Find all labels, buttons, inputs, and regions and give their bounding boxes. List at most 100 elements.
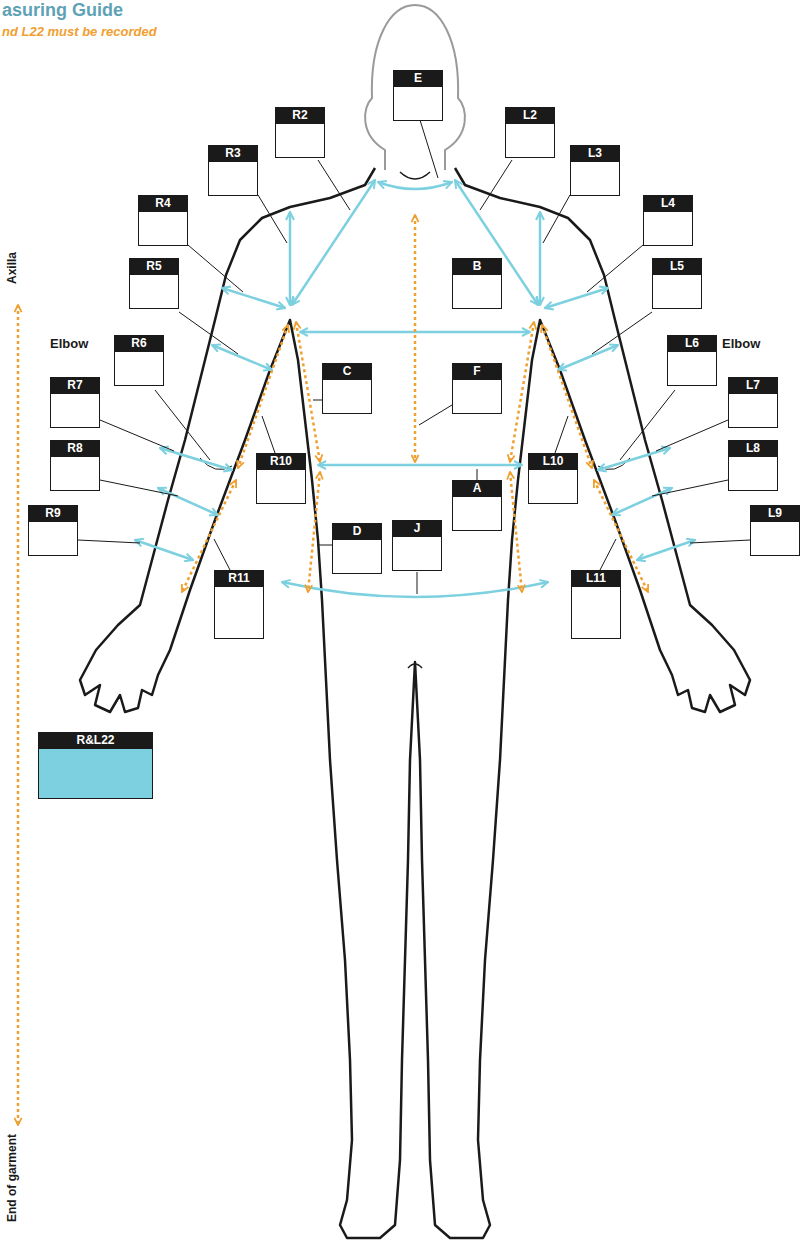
measurement-box: R5 [129, 258, 179, 309]
length-line [510, 472, 522, 592]
box-header: L6 [667, 335, 717, 352]
measurement-code: R6 [131, 336, 146, 350]
measure-line [558, 345, 618, 370]
measurement-box: A [452, 480, 502, 531]
entry-field [50, 394, 100, 428]
box-header: J [392, 520, 442, 537]
measurement-code: L4 [661, 196, 675, 210]
measurement-box: R7 [50, 377, 100, 428]
leader-line [179, 312, 238, 354]
leader-line [620, 390, 675, 460]
measurement-code: L2 [523, 108, 537, 122]
entry-field [275, 124, 325, 158]
measurement-box: D [332, 523, 382, 574]
box-header: R8 [50, 440, 100, 457]
measure-line [539, 212, 542, 305]
measurement-code: L5 [670, 259, 684, 273]
measurement-code: R8 [67, 441, 82, 455]
measurement-code: J [414, 521, 421, 535]
measurement-code: L11 [586, 571, 606, 585]
box-header: E [393, 70, 443, 87]
measurement-code: R11 [228, 571, 249, 585]
length-line [414, 215, 417, 462]
length-line [542, 325, 592, 468]
box-header: R3 [208, 145, 258, 162]
measure-line [637, 540, 695, 560]
entry-field [505, 124, 555, 158]
measurement-code: L7 [746, 378, 760, 392]
entry-field [256, 470, 306, 504]
measurement-box: L6 [667, 335, 717, 386]
box-header: F [452, 363, 502, 380]
measurement-box: C [322, 363, 372, 414]
circumference-lines [135, 180, 695, 597]
leader-line [600, 539, 616, 570]
leader-line [188, 245, 243, 292]
measurement-code: L9 [768, 506, 782, 520]
leader-line [477, 469, 478, 480]
measurement-box: R2 [275, 107, 325, 158]
box-header: R9 [28, 505, 78, 522]
leader-line [214, 539, 230, 570]
head-outline [365, 5, 465, 170]
leader-lines [78, 120, 750, 594]
entry-field [667, 352, 717, 386]
box-header: L8 [728, 440, 778, 457]
measurement-code: F [473, 364, 480, 378]
measurement-code: R10 [270, 454, 292, 468]
box-header: L4 [643, 195, 693, 212]
box-header: L11 [571, 570, 621, 587]
entry-field [728, 394, 778, 428]
leader-line [652, 480, 728, 496]
measurement-box: L11 [571, 570, 621, 639]
entry-field [750, 522, 800, 556]
leader-line [420, 120, 438, 178]
measure-line [222, 288, 285, 308]
entry-field [452, 275, 502, 309]
leader-line [100, 420, 174, 451]
box-header: R&L22 [38, 732, 153, 749]
measurement-box: J [392, 520, 442, 571]
measure-line [160, 448, 232, 470]
measurement-code: L10 [543, 454, 564, 468]
entry-field [38, 749, 153, 799]
measurement-box: R10 [256, 453, 306, 504]
measure-line [212, 345, 272, 370]
measurement-code: R7 [67, 378, 82, 392]
measurement-code: R9 [45, 506, 60, 520]
box-header: D [332, 523, 382, 540]
entry-field [332, 540, 382, 574]
box-header: A [452, 480, 502, 497]
box-header: L7 [728, 377, 778, 394]
box-header: L10 [528, 453, 578, 470]
box-header: L5 [652, 258, 702, 275]
measurement-box: R3 [208, 145, 258, 196]
measurement-box: E [393, 70, 443, 121]
measurement-code: R3 [225, 146, 240, 160]
measurement-box: L2 [505, 107, 555, 158]
measurement-box: L5 [652, 258, 702, 309]
measurement-box: L9 [750, 505, 800, 556]
measurement-box: R&L22 [38, 732, 153, 799]
box-header: R7 [50, 377, 100, 394]
entry-field [50, 457, 100, 491]
leader-line [78, 540, 140, 543]
measurement-box: R6 [114, 335, 164, 386]
measure-line [598, 448, 670, 470]
entry-field [322, 380, 372, 414]
length-lines [18, 215, 648, 1125]
box-header: R4 [138, 195, 188, 212]
page-title: asuring Guide [2, 0, 123, 21]
measurement-box: R11 [214, 570, 264, 639]
leader-line [587, 245, 643, 292]
leader-line [417, 572, 418, 594]
entry-field [570, 162, 620, 196]
measurement-code: A [473, 481, 482, 495]
measurement-code: L3 [588, 146, 602, 160]
measurement-code: B [473, 259, 482, 273]
entry-field [392, 537, 442, 571]
box-header: R5 [129, 258, 179, 275]
measure-line [318, 464, 522, 467]
measure-line [289, 212, 292, 305]
